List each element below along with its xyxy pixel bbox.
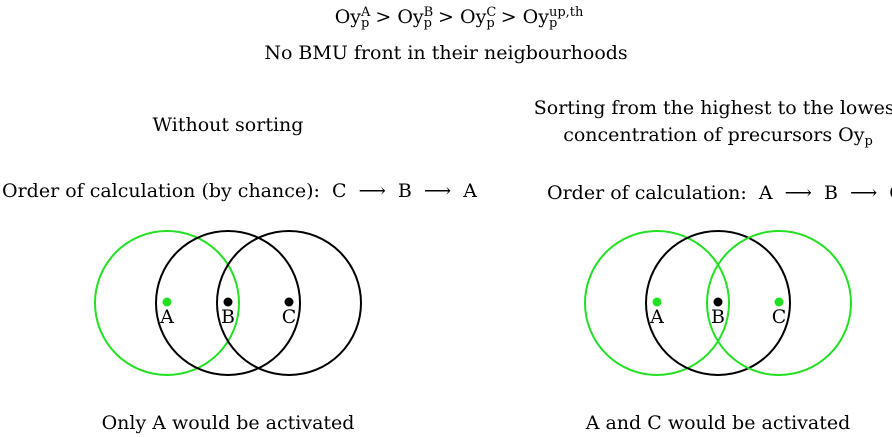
formula-term-a: OyAp [334, 4, 371, 31]
point-label-c: C [772, 306, 787, 328]
point-b [713, 297, 723, 307]
left-order-arrow: ⟶ [358, 180, 386, 202]
point-label-b: B [711, 306, 725, 328]
point-label-a: A [159, 306, 174, 328]
left-order-label: Order of calculation (by chance): [2, 180, 320, 202]
left-order-step: B [397, 180, 412, 202]
formula-term-b: OyBp [397, 4, 434, 31]
neighbourhood-circle-c [216, 230, 362, 376]
point-label-a: A [649, 306, 664, 328]
header-subtitle: No BMU front in their neigbourhoods [264, 42, 628, 64]
left-order-step: A [463, 180, 477, 202]
point-c [284, 297, 294, 307]
right-panel-title-line2: concentration of precursors Oyp [563, 124, 873, 149]
formula-op: > [438, 6, 454, 28]
right-order-step: A [758, 182, 773, 204]
right-order-arrow: ⟶ [849, 182, 878, 204]
formula-term-threshold: Oyup,thp [522, 4, 584, 31]
right-order-label: Order of calculation: [547, 182, 747, 204]
point-label-b: B [221, 306, 235, 328]
left-order-step: C [332, 180, 347, 202]
neighbourhood-circle-a [584, 230, 730, 376]
left-order-line: Order of calculation (by chance): C ⟶ B … [2, 182, 477, 201]
right-order-step: B [823, 182, 838, 204]
point-a [652, 297, 662, 307]
right-panel-caption: A and C would be activated [585, 412, 851, 434]
right-panel-title-line1: Sorting from the highest to the lowest [533, 97, 892, 119]
right-order-arrow: ⟶ [784, 182, 812, 204]
point-c [774, 297, 784, 307]
right-order-step: C [889, 182, 892, 204]
formula-op: > [375, 6, 392, 28]
left-panel-title: Without sorting [152, 114, 304, 136]
neighbourhood-circle-b [155, 230, 301, 376]
right-order-line: Order of calculation: A ⟶ B ⟶ C [547, 184, 892, 203]
neighbourhood-circle-a [94, 230, 240, 376]
header-formula: OyAp > OyBp > OyCp > Oyup,thp [334, 4, 584, 31]
point-a [162, 297, 172, 307]
neighbourhood-circle-b [645, 230, 791, 376]
formula-op: > [500, 6, 517, 28]
left-panel-caption: Only A would be activated [101, 412, 355, 434]
point-label-c: C [282, 306, 297, 328]
left-order-arrow: ⟶ [423, 180, 452, 202]
formula-term-c: OyCp [460, 4, 497, 31]
neighbourhood-circle-c [706, 230, 852, 376]
point-b [223, 297, 233, 307]
